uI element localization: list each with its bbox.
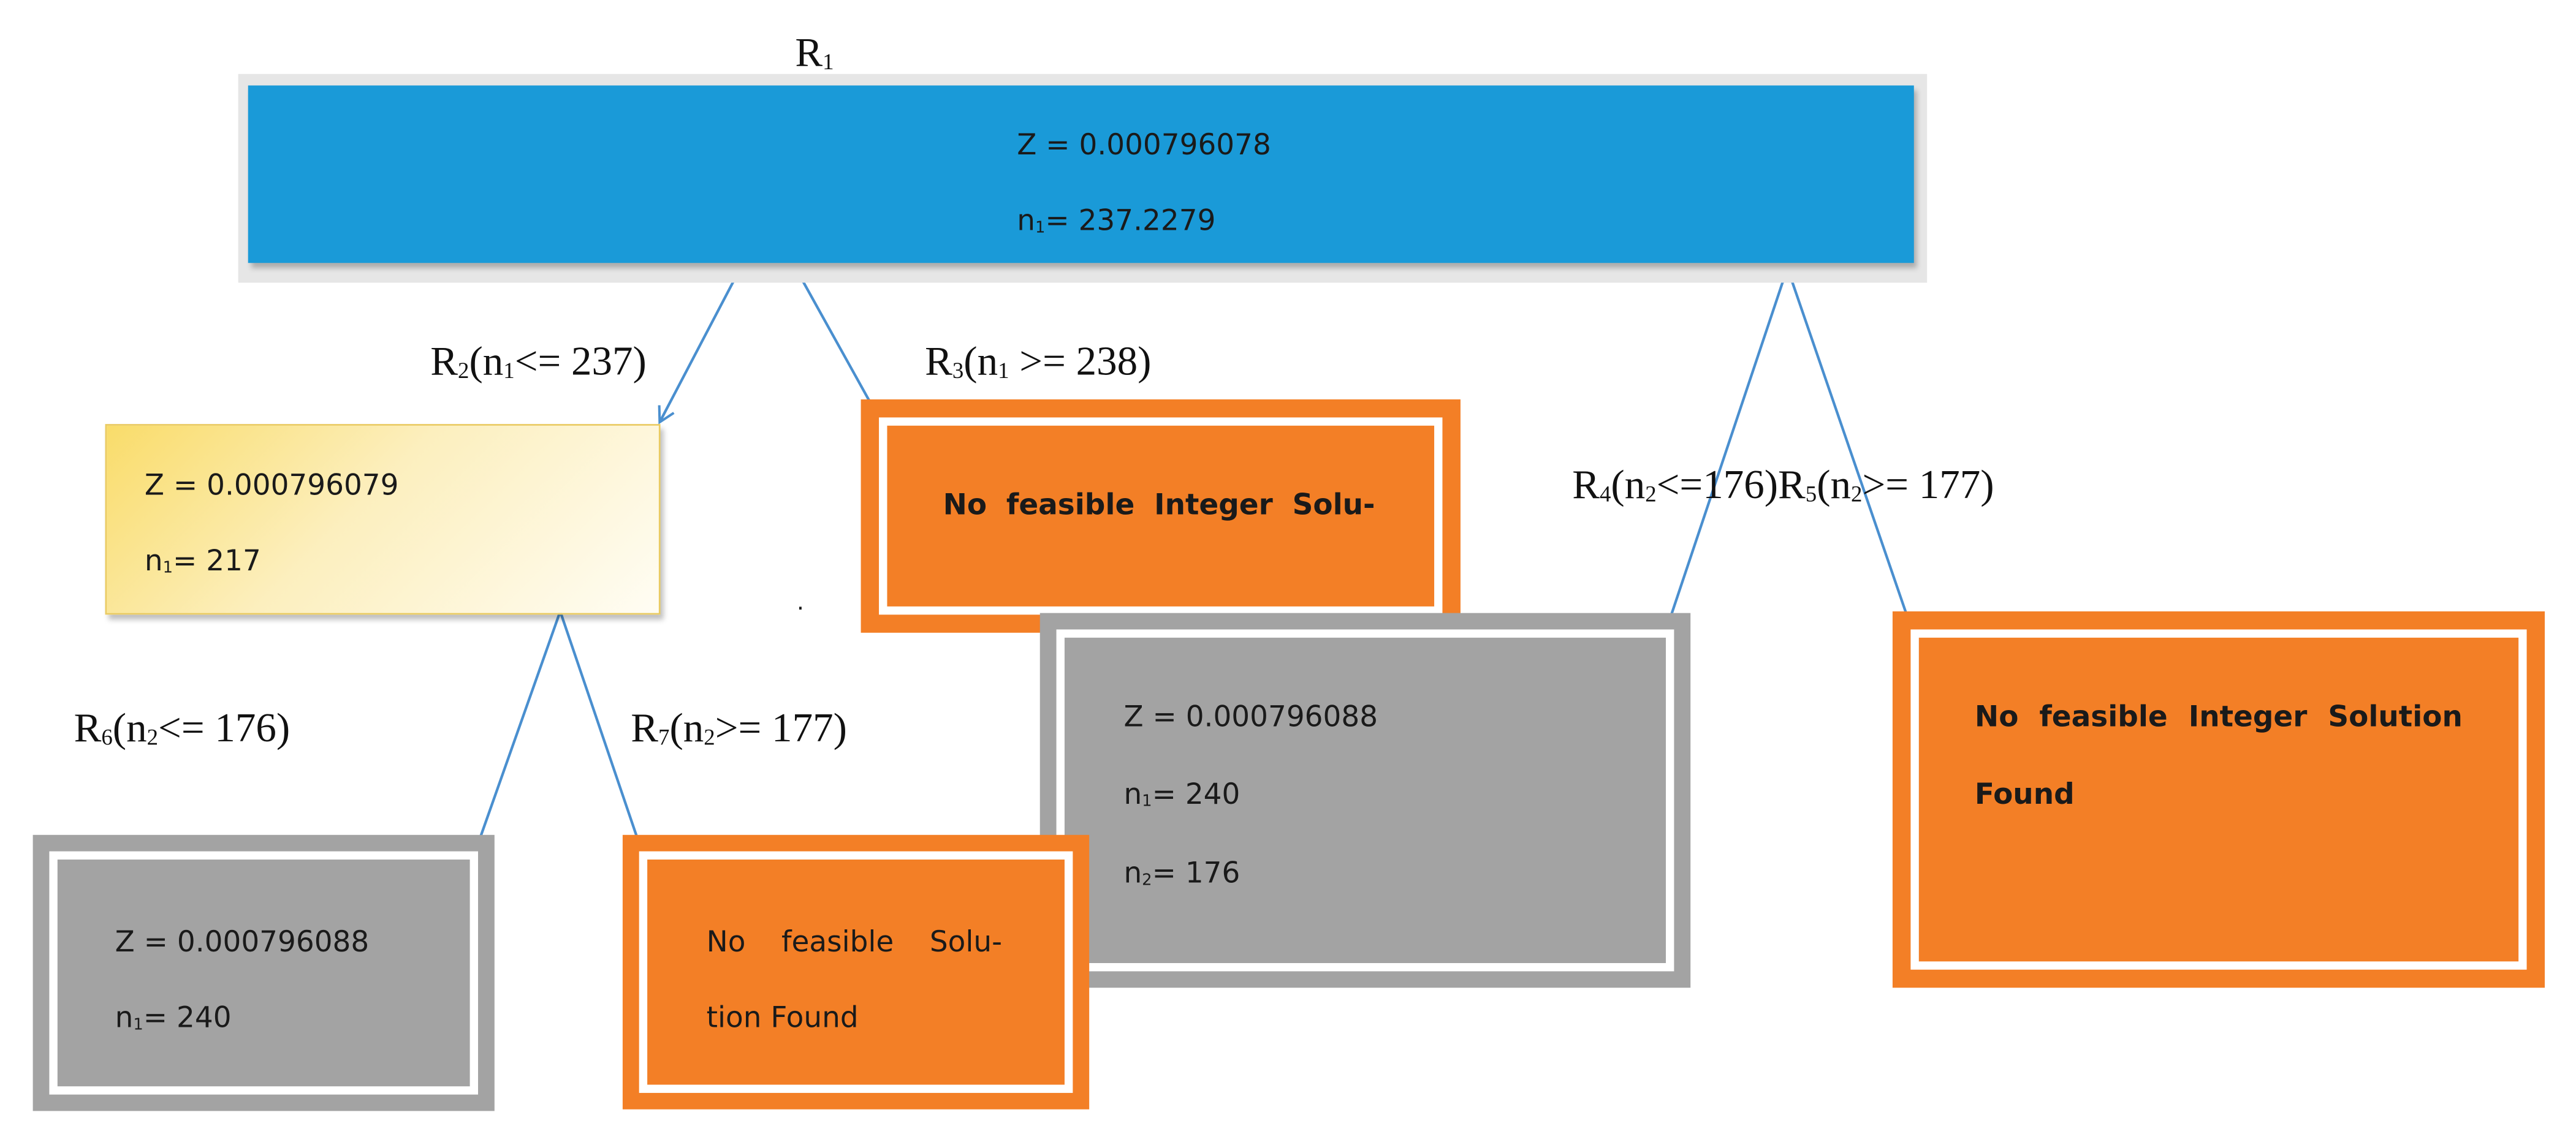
node-r3-word: feasible bbox=[1006, 490, 1135, 523]
node-r5-word: feasible bbox=[2039, 701, 2168, 735]
node-r3-word: Integer bbox=[1154, 490, 1273, 523]
node-r4-z: Z = 0.000796088 bbox=[1123, 701, 1378, 735]
edge-r2-r6 bbox=[470, 611, 562, 857]
node-r3: No feasible Integer Solu- bbox=[861, 399, 1461, 633]
node-r7: No feasible Solu- tion Found bbox=[622, 834, 1090, 1109]
node-r2-n: n1= 217 bbox=[144, 545, 261, 579]
node-r5-frame bbox=[1910, 629, 2527, 970]
node-r2: Z = 0.000796079 n1= 217 bbox=[105, 424, 661, 615]
node-r7-line2: tion Found bbox=[706, 1002, 859, 1036]
node-r7-word: No bbox=[706, 926, 746, 960]
node-r1-n: n1= 237.2279 bbox=[1017, 205, 1216, 238]
node-r1-box bbox=[248, 85, 1914, 263]
node-r5-line2: Found bbox=[1974, 779, 2075, 812]
node-r7-frame bbox=[639, 851, 1073, 1093]
node-r5: No feasible Integer Solution Found bbox=[1892, 611, 2545, 988]
node-r3-text: No feasible Integer Solu- bbox=[943, 490, 1375, 523]
node-r7-line1: No feasible Solu- bbox=[706, 926, 1003, 960]
edge-r2-r7 bbox=[559, 611, 647, 857]
node-r4: Z = 0.000796088 n1= 240 n2= 176 bbox=[1039, 613, 1691, 988]
node-r5-word: Integer bbox=[2188, 701, 2308, 735]
node-r4-n2: n2= 176 bbox=[1123, 858, 1241, 891]
node-r5-word: No bbox=[1974, 701, 2019, 735]
node-r6-frame bbox=[49, 851, 479, 1095]
edge-label-r6: R6(n2<= 176) bbox=[74, 706, 291, 751]
node-r3-word: No bbox=[943, 490, 987, 523]
node-r6-z: Z = 0.000796088 bbox=[115, 926, 370, 960]
node-r4-n1: n1= 240 bbox=[1123, 779, 1241, 812]
edge-r1-r4 bbox=[1661, 267, 1789, 635]
node-r5-word: Solution bbox=[2328, 701, 2463, 735]
node-r1: Z = 0.000796078 n1= 237.2279 bbox=[238, 74, 1928, 283]
edge-label-r3: R3(n1 >= 238) bbox=[925, 340, 1152, 385]
stray-mark: . bbox=[797, 590, 804, 616]
edge-r1-r5 bbox=[1786, 267, 1917, 635]
edge-label-r4-r5: R4(n2<=176)R5(n2>= 177) bbox=[1572, 463, 1994, 508]
node-r6: Z = 0.000796088 n1= 240 bbox=[32, 834, 495, 1111]
node-r7-word: Solu- bbox=[929, 926, 1003, 960]
node-r3-word: Solu- bbox=[1292, 490, 1375, 523]
node-r2-z: Z = 0.000796079 bbox=[144, 470, 399, 503]
edge-label-r7: R7(n2>= 177) bbox=[631, 706, 847, 751]
node-r5-line1: No feasible Integer Solution bbox=[1974, 701, 2463, 735]
edge-label-r2: R2(n1<= 237) bbox=[430, 340, 647, 385]
node-r6-n: n1= 240 bbox=[115, 1002, 232, 1036]
node-r7-word: feasible bbox=[781, 926, 894, 960]
node-r1-label: R1 bbox=[795, 33, 834, 74]
node-r3-frame bbox=[879, 417, 1443, 615]
node-r1-label-text: R1 bbox=[795, 31, 834, 76]
node-r1-z: Z = 0.000796078 bbox=[1017, 129, 1271, 163]
